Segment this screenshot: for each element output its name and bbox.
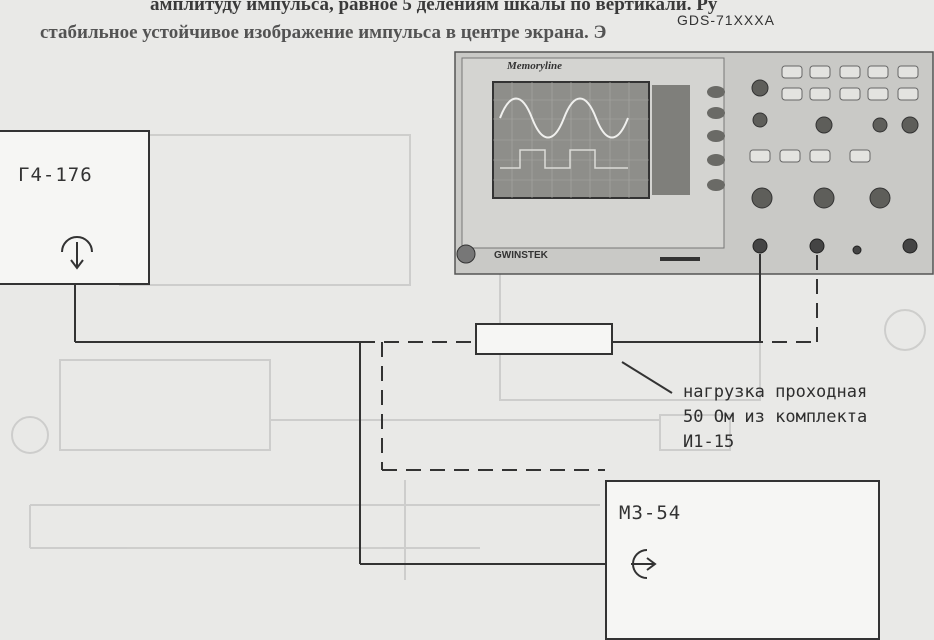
front-slot <box>660 257 700 261</box>
load-note-line-2: 50 Ом из комплекта <box>683 407 868 427</box>
generator-box: Г4-176 <box>0 130 150 285</box>
oscilloscope-brand: Memoryline <box>507 60 562 72</box>
control-knobs[interactable] <box>751 79 919 209</box>
ground-terminal <box>852 245 862 255</box>
control-buttons[interactable] <box>749 65 919 163</box>
pulse-trace <box>500 149 628 169</box>
cables <box>74 254 818 565</box>
load-note-line-1: нагрузка проходная <box>683 382 868 402</box>
generator-output-connector-icon[interactable] <box>52 222 102 272</box>
load-note-line-3: И1-15 <box>683 432 735 452</box>
ext-trigger-connector <box>902 238 918 254</box>
oscilloscope-model-label: GDS-71XXXA <box>677 12 775 28</box>
ch1-connector <box>752 238 768 254</box>
receiver-input-connector-icon[interactable] <box>625 544 665 584</box>
generator-title: Г4-176 <box>18 164 93 186</box>
oscilloscope-maker: GWINSTEK <box>494 250 548 261</box>
sine-trace <box>499 97 629 139</box>
through-load-resistor <box>475 323 613 355</box>
input-connectors[interactable] <box>752 238 918 255</box>
ch2-connector <box>809 238 825 254</box>
softkey-buttons[interactable] <box>707 86 725 191</box>
power-button[interactable] <box>456 244 476 264</box>
receiver-box: М3-54 <box>605 480 880 640</box>
oscilloscope <box>454 51 934 275</box>
screen-side-menu <box>652 85 690 195</box>
receiver-title: М3-54 <box>619 502 682 524</box>
